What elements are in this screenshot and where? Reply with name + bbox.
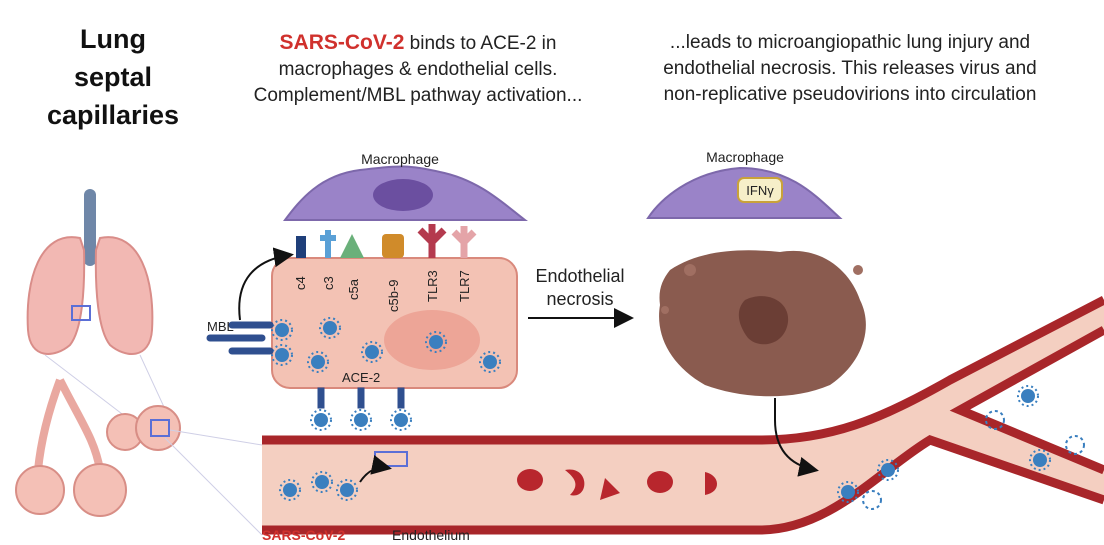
alveoli-illustration [15, 378, 263, 536]
figure-title: Lung septal capillaries [28, 20, 198, 134]
ifn-label: IFNγ [746, 183, 774, 198]
pseudovirion [985, 410, 1005, 430]
caption-virus-name: SARS-CoV-2 [279, 31, 405, 54]
blood-vessel [262, 296, 1104, 535]
red-blood-cell [647, 471, 673, 493]
red-blood-cell [600, 478, 620, 500]
tlr7-label: TLR7 [457, 270, 472, 302]
endothelium-label: Endothelium [392, 527, 470, 543]
ace2-label: ACE-2 [342, 370, 380, 385]
ace2-receptor [357, 387, 365, 409]
macrophage-nucleus [373, 179, 433, 211]
caption-left: SARS-CoV-2 binds to ACE-2 in macrophages… [218, 30, 618, 109]
virion [350, 409, 372, 431]
necrosis-label-line-2: necrosis [546, 289, 613, 309]
arrow-virus-to-endothelium [359, 455, 392, 483]
lung-zoom-box [71, 305, 91, 321]
macrophage-right [646, 166, 843, 219]
c5b9-complex [382, 234, 404, 258]
c3-receptor [320, 230, 336, 258]
c3-label: c3 [321, 276, 336, 290]
arrow-mbl-to-complement [238, 247, 294, 321]
lungs-illustration [26, 189, 171, 421]
tlr3-receptor [417, 224, 447, 258]
necrosis-label-line-1: Endothelial [535, 266, 624, 286]
title-line-3: capillaries [46, 100, 180, 130]
caption-right-line-3: non-replicative pseudovirions into circu… [663, 84, 1037, 105]
tlr3-label: TLR3 [425, 270, 440, 302]
virion [310, 409, 332, 431]
c4-label: c4 [293, 276, 308, 290]
mbl-receptor [206, 321, 274, 355]
ifn-badge [737, 177, 783, 203]
virion [390, 409, 412, 431]
c4-receptor [296, 236, 306, 258]
red-blood-cell [705, 472, 718, 495]
arrow-release-to-circulation [774, 398, 819, 477]
caption-left-line-2: macrophages & endothelial cells. [278, 59, 558, 80]
ace2-receptor [397, 387, 405, 409]
title-line-2: septal [73, 62, 153, 92]
virus-label-bottom: SARS-CoV-2 [262, 527, 345, 543]
caption-right-line-2: endothelial necrosis. This releases viru… [663, 58, 1037, 79]
c5a-label: c5a [346, 278, 361, 300]
macrophage-left [282, 165, 528, 221]
caption-left-line-1: binds to ACE-2 in [404, 33, 557, 54]
red-blood-cell [565, 469, 585, 496]
mbl-label: MBL [207, 319, 234, 334]
necrotic-nucleus [738, 296, 789, 345]
red-blood-cell [517, 469, 543, 491]
necrotic-cell [659, 250, 866, 397]
virion [1017, 385, 1039, 407]
caption-right: ...leads to microangiopathic lung injury… [620, 30, 1080, 108]
macrophage-right-label: Macrophage [706, 149, 784, 165]
ace2-receptor [317, 387, 325, 409]
tlr7-receptor [451, 226, 477, 258]
c5b9-label: c5b-9 [386, 279, 401, 312]
c5a-receptor [340, 234, 364, 258]
alveoli-zoom-box [150, 419, 170, 437]
caption-right-line-1: ...leads to microangiopathic lung injury… [669, 32, 1031, 53]
caption-left-line-3: Complement/MBL pathway activation... [253, 85, 583, 106]
macrophage-left-label: Macrophage [361, 151, 439, 167]
title-line-1: Lung [80, 24, 146, 54]
endothelial-cell [206, 224, 518, 431]
pseudovirion [862, 490, 882, 510]
pseudovirion [1065, 435, 1085, 455]
